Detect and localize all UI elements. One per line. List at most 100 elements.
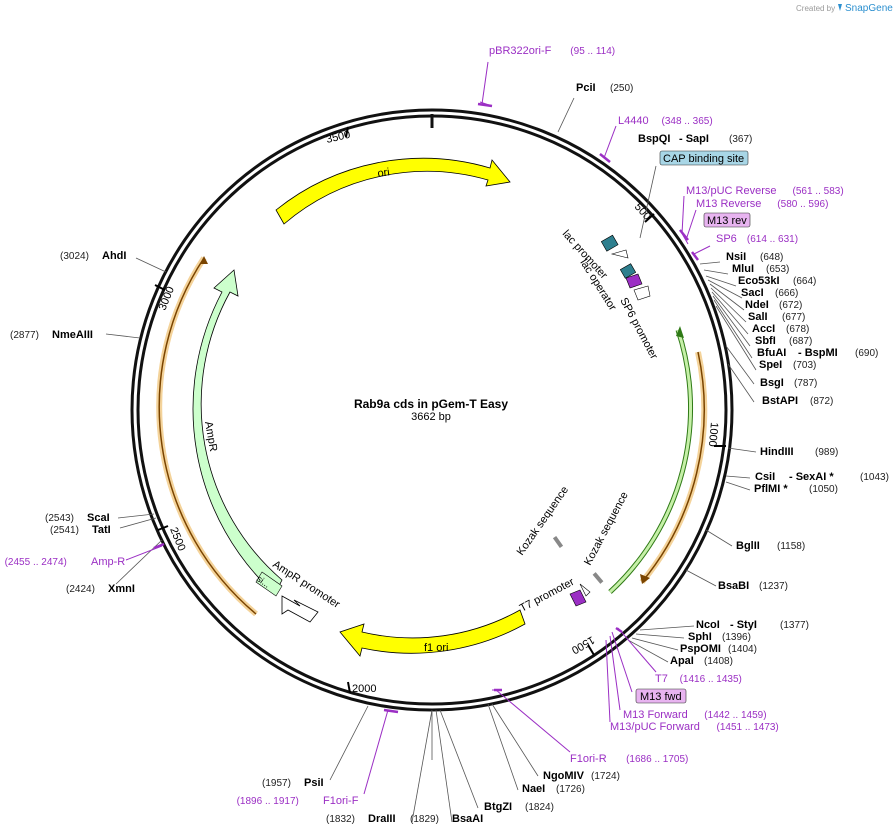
enzyme-site[interactable]: HindIII (989)	[760, 446, 838, 458]
primer-site[interactable]: T7(1416 .. 1435)	[655, 673, 742, 685]
primer-range: (1451 .. 1473)	[717, 722, 779, 733]
enzyme-name: NcoI	[696, 619, 720, 631]
enzyme-site[interactable]: (3024)AhdI	[60, 250, 126, 262]
enzyme-site[interactable]: (1832)DraIII	[326, 813, 396, 825]
enzyme-site[interactable]: SbfI(687)	[755, 335, 812, 347]
sp6-promoter-feature[interactable]: SP6 promoter	[617, 273, 660, 362]
enzyme-name: PciI	[576, 82, 596, 94]
primer-range: (580 .. 596)	[777, 199, 828, 210]
enzyme-site[interactable]: NcoI- StyI(1377)	[696, 619, 809, 631]
svg-text:T7 promoter: T7 promoter	[518, 576, 577, 615]
enzyme-site[interactable]: AccI(678)	[752, 323, 809, 335]
enzyme-name: SphI	[688, 631, 712, 643]
primer-site[interactable]: F1ori-R(1686 .. 1705)	[570, 753, 688, 765]
enzyme-site[interactable]: PspOMI(1404)	[680, 643, 757, 655]
ori-feature[interactable]: ori	[275, 157, 511, 225]
insert-feature[interactable]	[608, 326, 694, 594]
primer-labels: pBR322ori-F(95 .. 114) L4440(348 .. 365) M…	[5, 45, 844, 807]
enzyme-name: SalI	[748, 311, 768, 323]
m13-rev-box[interactable]: M13 rev	[703, 212, 751, 228]
ampr-promoter-feature[interactable]: AmpR promoter	[270, 558, 342, 623]
enzyme-site[interactable]: NaeI(1726)	[522, 783, 585, 795]
f1-ori-feature[interactable]: f1 ori	[339, 609, 526, 657]
enzyme-site[interactable]: MluI(653)	[732, 263, 789, 275]
enzyme-position: (2541)	[50, 525, 79, 536]
enzyme-site[interactable]: CsiI- SexAI *(1043)	[755, 471, 889, 483]
enzyme-site[interactable]: SalI (677)	[748, 311, 805, 323]
enzyme-position: (664)	[793, 276, 816, 287]
enzyme-leader-lines	[105, 97, 757, 823]
enzyme-site[interactable]: Eco53kI(664)	[738, 275, 816, 287]
enzyme-site[interactable]: BstAPI(872)	[762, 395, 833, 407]
enzyme-site[interactable]: ApaI(1408)	[670, 655, 733, 667]
enzyme-name: ScaI	[87, 512, 110, 524]
enzyme-site[interactable]: PflMI *(1050)	[754, 483, 838, 495]
m13-fwd-box[interactable]: M13 fwd	[635, 688, 687, 704]
orf-arc-left[interactable]	[156, 256, 258, 617]
enzyme-name: SacI	[741, 287, 764, 299]
enzyme-name: BsaAI	[452, 813, 483, 825]
svg-text:2000: 2000	[352, 683, 376, 695]
primer-site[interactable]: M13/pUC Reverse(561 .. 583)	[686, 185, 844, 197]
enzyme-site[interactable]: BtgZI(1824)	[484, 801, 554, 813]
enzyme-name: BtgZI	[484, 801, 512, 813]
enzyme-site[interactable]: NgoMIV(1724)	[543, 770, 620, 782]
enzyme-site[interactable]: (2877)NmeAIII	[10, 329, 93, 341]
enzyme-site[interactable]: SpeI(703)	[759, 359, 816, 371]
enzyme-position: (687)	[789, 336, 812, 347]
enzyme-site[interactable]: BsaBI(1237)	[718, 580, 788, 592]
enzyme-site[interactable]: (1829) BsaAI	[410, 813, 483, 825]
primer-range: (1896 .. 1917)	[237, 796, 299, 807]
enzyme-position: (367)	[729, 134, 752, 145]
t7-promoter-feature[interactable]: T7 promoter	[518, 576, 591, 615]
primer-site[interactable]: M13/pUC Forward(1451 .. 1473)	[610, 721, 779, 733]
enzyme-name: BspQI	[638, 133, 670, 145]
enzyme-position: (1050)	[809, 484, 838, 495]
enzyme-name: BsgI	[760, 377, 784, 389]
enzyme-site[interactable]: (2424)XmnI	[66, 583, 135, 595]
svg-text:3000: 3000	[157, 285, 177, 312]
kozak-feature-1[interactable]: Kozak sequence	[515, 484, 571, 558]
enzyme-position: (1829)	[410, 814, 439, 825]
enzyme-site[interactable]: SphI(1396)	[688, 631, 751, 643]
enzyme-position: (666)	[775, 288, 798, 299]
primer-range: (2455 .. 2474)	[5, 557, 67, 568]
enzyme-site[interactable]: (2543)ScaI	[45, 512, 110, 524]
kozak-feature-2[interactable]: Kozak sequence	[582, 490, 631, 584]
enzyme-name: HindIII	[760, 446, 794, 458]
primer-site[interactable]: L4440(348 .. 365)	[618, 115, 713, 127]
ampr-feature[interactable]: AmpR	[192, 269, 283, 595]
primer-site[interactable]: (1896 .. 1917) F1ori-F	[237, 795, 359, 807]
enzyme-site[interactable]: (1957)PsiI	[262, 777, 324, 789]
enzyme-site[interactable]: PciI (250)	[576, 82, 633, 94]
svg-text:M13 fwd: M13 fwd	[640, 691, 682, 703]
enzyme-site[interactable]: NsiI(648)	[726, 251, 783, 263]
enzyme-site[interactable]: BspQI - SapI (367)	[638, 133, 752, 145]
tick-2000: 2000	[347, 681, 376, 695]
primer-site[interactable]: (2455 .. 2474)Amp-R	[5, 556, 126, 568]
orf-arc-right[interactable]	[639, 351, 708, 584]
cap-binding-site-box[interactable]: CAP binding site	[659, 150, 749, 166]
enzyme-name: - SapI	[679, 133, 709, 145]
enzyme-site[interactable]: BsgI(787)	[760, 377, 817, 389]
primer-site[interactable]: M13 Reverse(580 .. 596)	[696, 198, 828, 210]
enzyme-site[interactable]: BfuAI- BspMI(690)	[757, 347, 878, 359]
enzyme-site[interactable]: SacI (666)	[741, 287, 798, 299]
primer-site[interactable]: SP6(614 .. 631)	[716, 233, 798, 245]
enzyme-position: (1377)	[780, 620, 809, 631]
enzyme-position: (1408)	[704, 656, 733, 667]
primer-name: T7	[655, 673, 668, 685]
primer-site[interactable]: M13 Forward(1442 .. 1459)	[623, 709, 767, 721]
enzyme-position: (1043)	[860, 472, 889, 483]
enzyme-site[interactable]: NdeI(672)	[745, 299, 802, 311]
primer-name: F1ori-F	[323, 795, 359, 807]
primer-site[interactable]: pBR322ori-F(95 .. 114)	[489, 45, 615, 57]
primer-name: L4440	[618, 115, 649, 127]
enzyme-site[interactable]: (2541)TatI	[50, 524, 111, 536]
enzyme-position: (989)	[815, 447, 838, 458]
primer-range: (561 .. 583)	[793, 186, 844, 197]
enzyme-position: (677)	[782, 312, 805, 323]
enzyme-position: (250)	[610, 83, 633, 94]
svg-text:3500: 3500	[325, 129, 352, 146]
enzyme-site[interactable]: BglII(1158)	[736, 540, 805, 552]
